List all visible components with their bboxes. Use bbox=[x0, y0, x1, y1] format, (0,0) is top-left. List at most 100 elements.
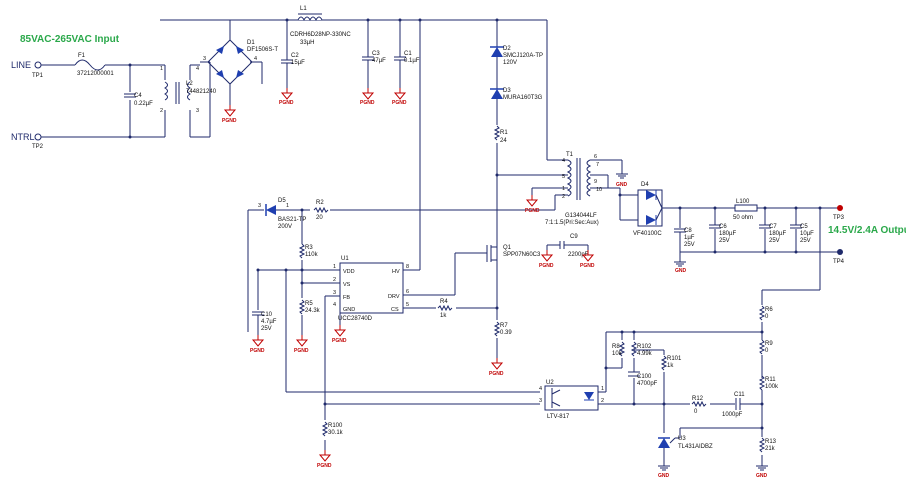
svg-text:24: 24 bbox=[500, 138, 507, 144]
svg-text:0: 0 bbox=[765, 314, 769, 320]
junctions bbox=[128, 18, 822, 430]
svg-text:C8: C8 bbox=[684, 228, 692, 234]
svg-text:U1: U1 bbox=[341, 256, 349, 262]
svg-text:25V: 25V bbox=[719, 238, 730, 244]
svg-text:R101: R101 bbox=[667, 356, 682, 362]
capacitor-c100: C100 4700pF bbox=[628, 371, 658, 387]
input-voltage-label: 85VAC-265VAC Input bbox=[20, 34, 120, 45]
controller-u1: U1 UCC28740D VDD VS FB GND HV DRV CS 1 2… bbox=[333, 256, 409, 322]
svg-text:3: 3 bbox=[333, 290, 336, 296]
svg-text:47µF: 47µF bbox=[372, 58, 386, 64]
inductor-l1: L1 CDRH6D28NP-330NC 33µH bbox=[290, 6, 351, 46]
tp4-label: TP4 bbox=[833, 259, 845, 265]
svg-text:C7: C7 bbox=[769, 224, 777, 230]
gnd-u3 bbox=[657, 461, 671, 471]
svg-text:VF40100C: VF40100C bbox=[633, 231, 662, 237]
svg-text:100k: 100k bbox=[765, 384, 779, 390]
svg-text:4700pF: 4700pF bbox=[637, 381, 658, 387]
svg-text:R102: R102 bbox=[637, 344, 652, 350]
svg-text:C1: C1 bbox=[404, 51, 412, 57]
tp4-terminal[interactable] bbox=[837, 249, 843, 255]
svg-text:744821240: 744821240 bbox=[186, 89, 217, 95]
svg-text:D2: D2 bbox=[503, 46, 511, 52]
svg-text:1k: 1k bbox=[667, 363, 674, 369]
svg-text:L1: L1 bbox=[300, 6, 307, 12]
svg-text:15µF: 15µF bbox=[291, 60, 305, 66]
svg-text:GND: GND bbox=[658, 473, 670, 479]
svg-text:2: 2 bbox=[601, 398, 604, 404]
ground-r7 bbox=[491, 357, 503, 370]
ground-r5 bbox=[296, 334, 308, 347]
svg-text:D1: D1 bbox=[247, 40, 255, 46]
mosfet-q1: Q1 SPP07N60C3 bbox=[486, 245, 541, 262]
svg-text:R1: R1 bbox=[500, 130, 508, 136]
svg-text:4: 4 bbox=[562, 158, 565, 164]
capacitor-c7: C7 180µF 25V bbox=[758, 224, 786, 244]
svg-text:4.7µF: 4.7µF bbox=[261, 319, 277, 325]
svg-text:GND: GND bbox=[616, 182, 628, 188]
svg-text:3: 3 bbox=[258, 203, 261, 209]
svg-text:PGND: PGND bbox=[332, 338, 347, 344]
common-mode-choke-l2: L2 744821240 1 4 2 3 bbox=[160, 66, 217, 114]
svg-text:110k: 110k bbox=[305, 252, 319, 258]
svg-text:1µF: 1µF bbox=[684, 235, 695, 241]
svg-text:30.1k: 30.1k bbox=[328, 430, 344, 436]
svg-text:1: 1 bbox=[286, 203, 289, 209]
capacitor-c2: C2 15µF bbox=[280, 53, 305, 66]
svg-text:9: 9 bbox=[594, 179, 597, 185]
svg-text:20: 20 bbox=[316, 215, 323, 221]
capacitor-c10: C10 4.7µF 25V bbox=[251, 311, 277, 332]
svg-text:C6: C6 bbox=[719, 224, 727, 230]
svg-text:U2: U2 bbox=[546, 380, 554, 386]
gnd-output bbox=[673, 257, 687, 267]
svg-text:33µH: 33µH bbox=[300, 40, 314, 46]
capacitor-c11: C11 1000pF bbox=[722, 392, 745, 418]
svg-text:21k: 21k bbox=[765, 446, 776, 452]
svg-text:R6: R6 bbox=[765, 307, 773, 313]
resistor-r1: R1 24 bbox=[494, 125, 508, 144]
svg-text:0.22µF: 0.22µF bbox=[134, 101, 153, 107]
svg-text:2200pF: 2200pF bbox=[568, 252, 589, 258]
svg-text:50 ohm: 50 ohm bbox=[733, 215, 753, 221]
resistor-r9: R9 0 bbox=[759, 339, 773, 355]
svg-text:10µF: 10µF bbox=[800, 231, 814, 237]
svg-text:L100: L100 bbox=[736, 199, 750, 205]
svg-text:0: 0 bbox=[694, 409, 698, 415]
svg-text:5: 5 bbox=[562, 174, 565, 180]
svg-text:7:1:1.5(Pri:Sec:Aux): 7:1:1.5(Pri:Sec:Aux) bbox=[545, 220, 599, 226]
tp2-terminal[interactable] bbox=[34, 133, 42, 141]
capacitor-c6: C6 180µF 25V bbox=[708, 224, 736, 244]
svg-text:DRV: DRV bbox=[388, 294, 400, 300]
resistor-r8: R8 10k bbox=[612, 341, 625, 357]
svg-text:LTV-817: LTV-817 bbox=[547, 414, 570, 420]
svg-text:R3: R3 bbox=[305, 245, 313, 251]
svg-text:FB: FB bbox=[343, 295, 350, 301]
svg-text:4: 4 bbox=[539, 386, 542, 392]
svg-text:U3: U3 bbox=[678, 436, 686, 442]
svg-text:R9: R9 bbox=[765, 341, 773, 347]
svg-text:R11: R11 bbox=[765, 377, 776, 383]
svg-text:PGND: PGND bbox=[317, 463, 332, 469]
svg-text:C4: C4 bbox=[134, 93, 142, 99]
svg-text:1: 1 bbox=[333, 264, 336, 270]
line-label: LINE bbox=[11, 60, 31, 70]
svg-text:180µF: 180µF bbox=[719, 231, 736, 237]
capacitor-c3: C3 47µF bbox=[361, 51, 386, 64]
svg-text:1: 1 bbox=[160, 66, 163, 72]
tp1-terminal[interactable] bbox=[34, 61, 42, 69]
svg-text:10k: 10k bbox=[612, 351, 623, 357]
svg-text:R8: R8 bbox=[612, 344, 620, 350]
svg-text:1000pF: 1000pF bbox=[722, 412, 743, 418]
svg-text:G134044LF: G134044LF bbox=[565, 213, 597, 219]
resistor-r12: R12 0 bbox=[691, 396, 707, 415]
svg-text:24.3k: 24.3k bbox=[305, 308, 321, 314]
ground-r100 bbox=[319, 449, 331, 462]
gnd-r13 bbox=[755, 461, 769, 471]
tp3-terminal[interactable] bbox=[837, 205, 843, 211]
resistor-r6: R6 0 bbox=[759, 305, 773, 321]
output-voltage-label: 14.5V/2.4A Output bbox=[828, 225, 906, 236]
tp1-label: TP1 bbox=[32, 73, 44, 79]
resistor-r2: R2 20 bbox=[313, 200, 329, 221]
wires bbox=[38, 19, 840, 462]
